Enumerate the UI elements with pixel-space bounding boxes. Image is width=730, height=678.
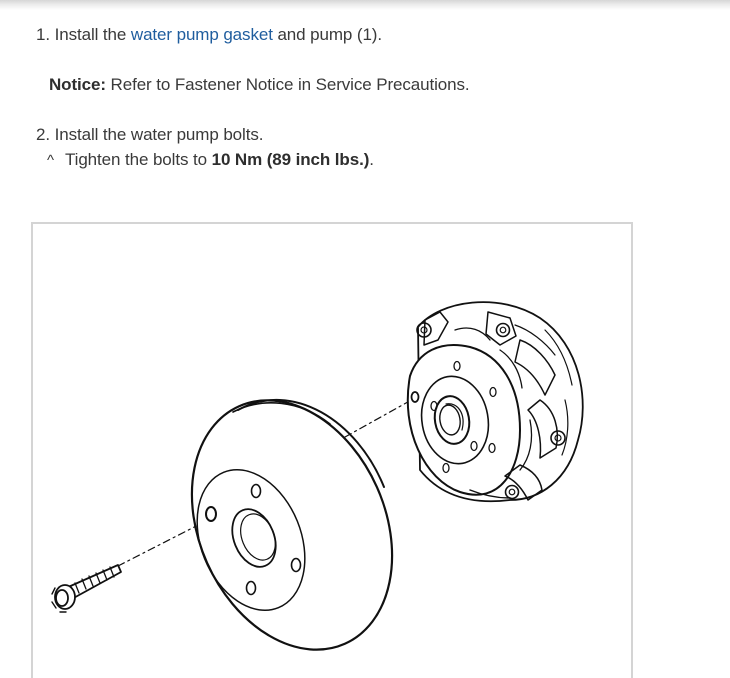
notice-line: Notice: Refer to Fastener Notice in Serv… bbox=[49, 75, 470, 95]
pulley bbox=[190, 399, 394, 651]
step-2-instruction: 2. Install the water pump bolts. bbox=[36, 125, 264, 144]
step-2-substep: ^ Tighten the bolts to 10 Nm (89 inch lbs… bbox=[47, 150, 374, 171]
substep-prefix: Tighten the bolts to bbox=[65, 150, 212, 169]
notice-label: Notice: bbox=[49, 75, 106, 94]
water-pump-gasket-link[interactable]: water pump gasket bbox=[130, 25, 273, 44]
top-shadow bbox=[0, 0, 730, 10]
water-pump bbox=[406, 301, 584, 503]
substep-marker: ^ bbox=[47, 152, 54, 169]
step-1-suffix: and pump (1). bbox=[272, 25, 382, 44]
pump-bolt bbox=[51, 564, 122, 613]
notice-text: Refer to Fastener Notice in Service Prec… bbox=[105, 75, 470, 94]
step-1-instruction: 1. Install the water pump gasket and pum… bbox=[36, 25, 382, 45]
torque-spec: 10 Nm (89 inch lbs.) bbox=[211, 150, 370, 169]
alignment-centerline bbox=[117, 397, 416, 567]
step-1-prefix: 1. Install the bbox=[36, 25, 131, 44]
substep-suffix: . bbox=[369, 150, 374, 169]
